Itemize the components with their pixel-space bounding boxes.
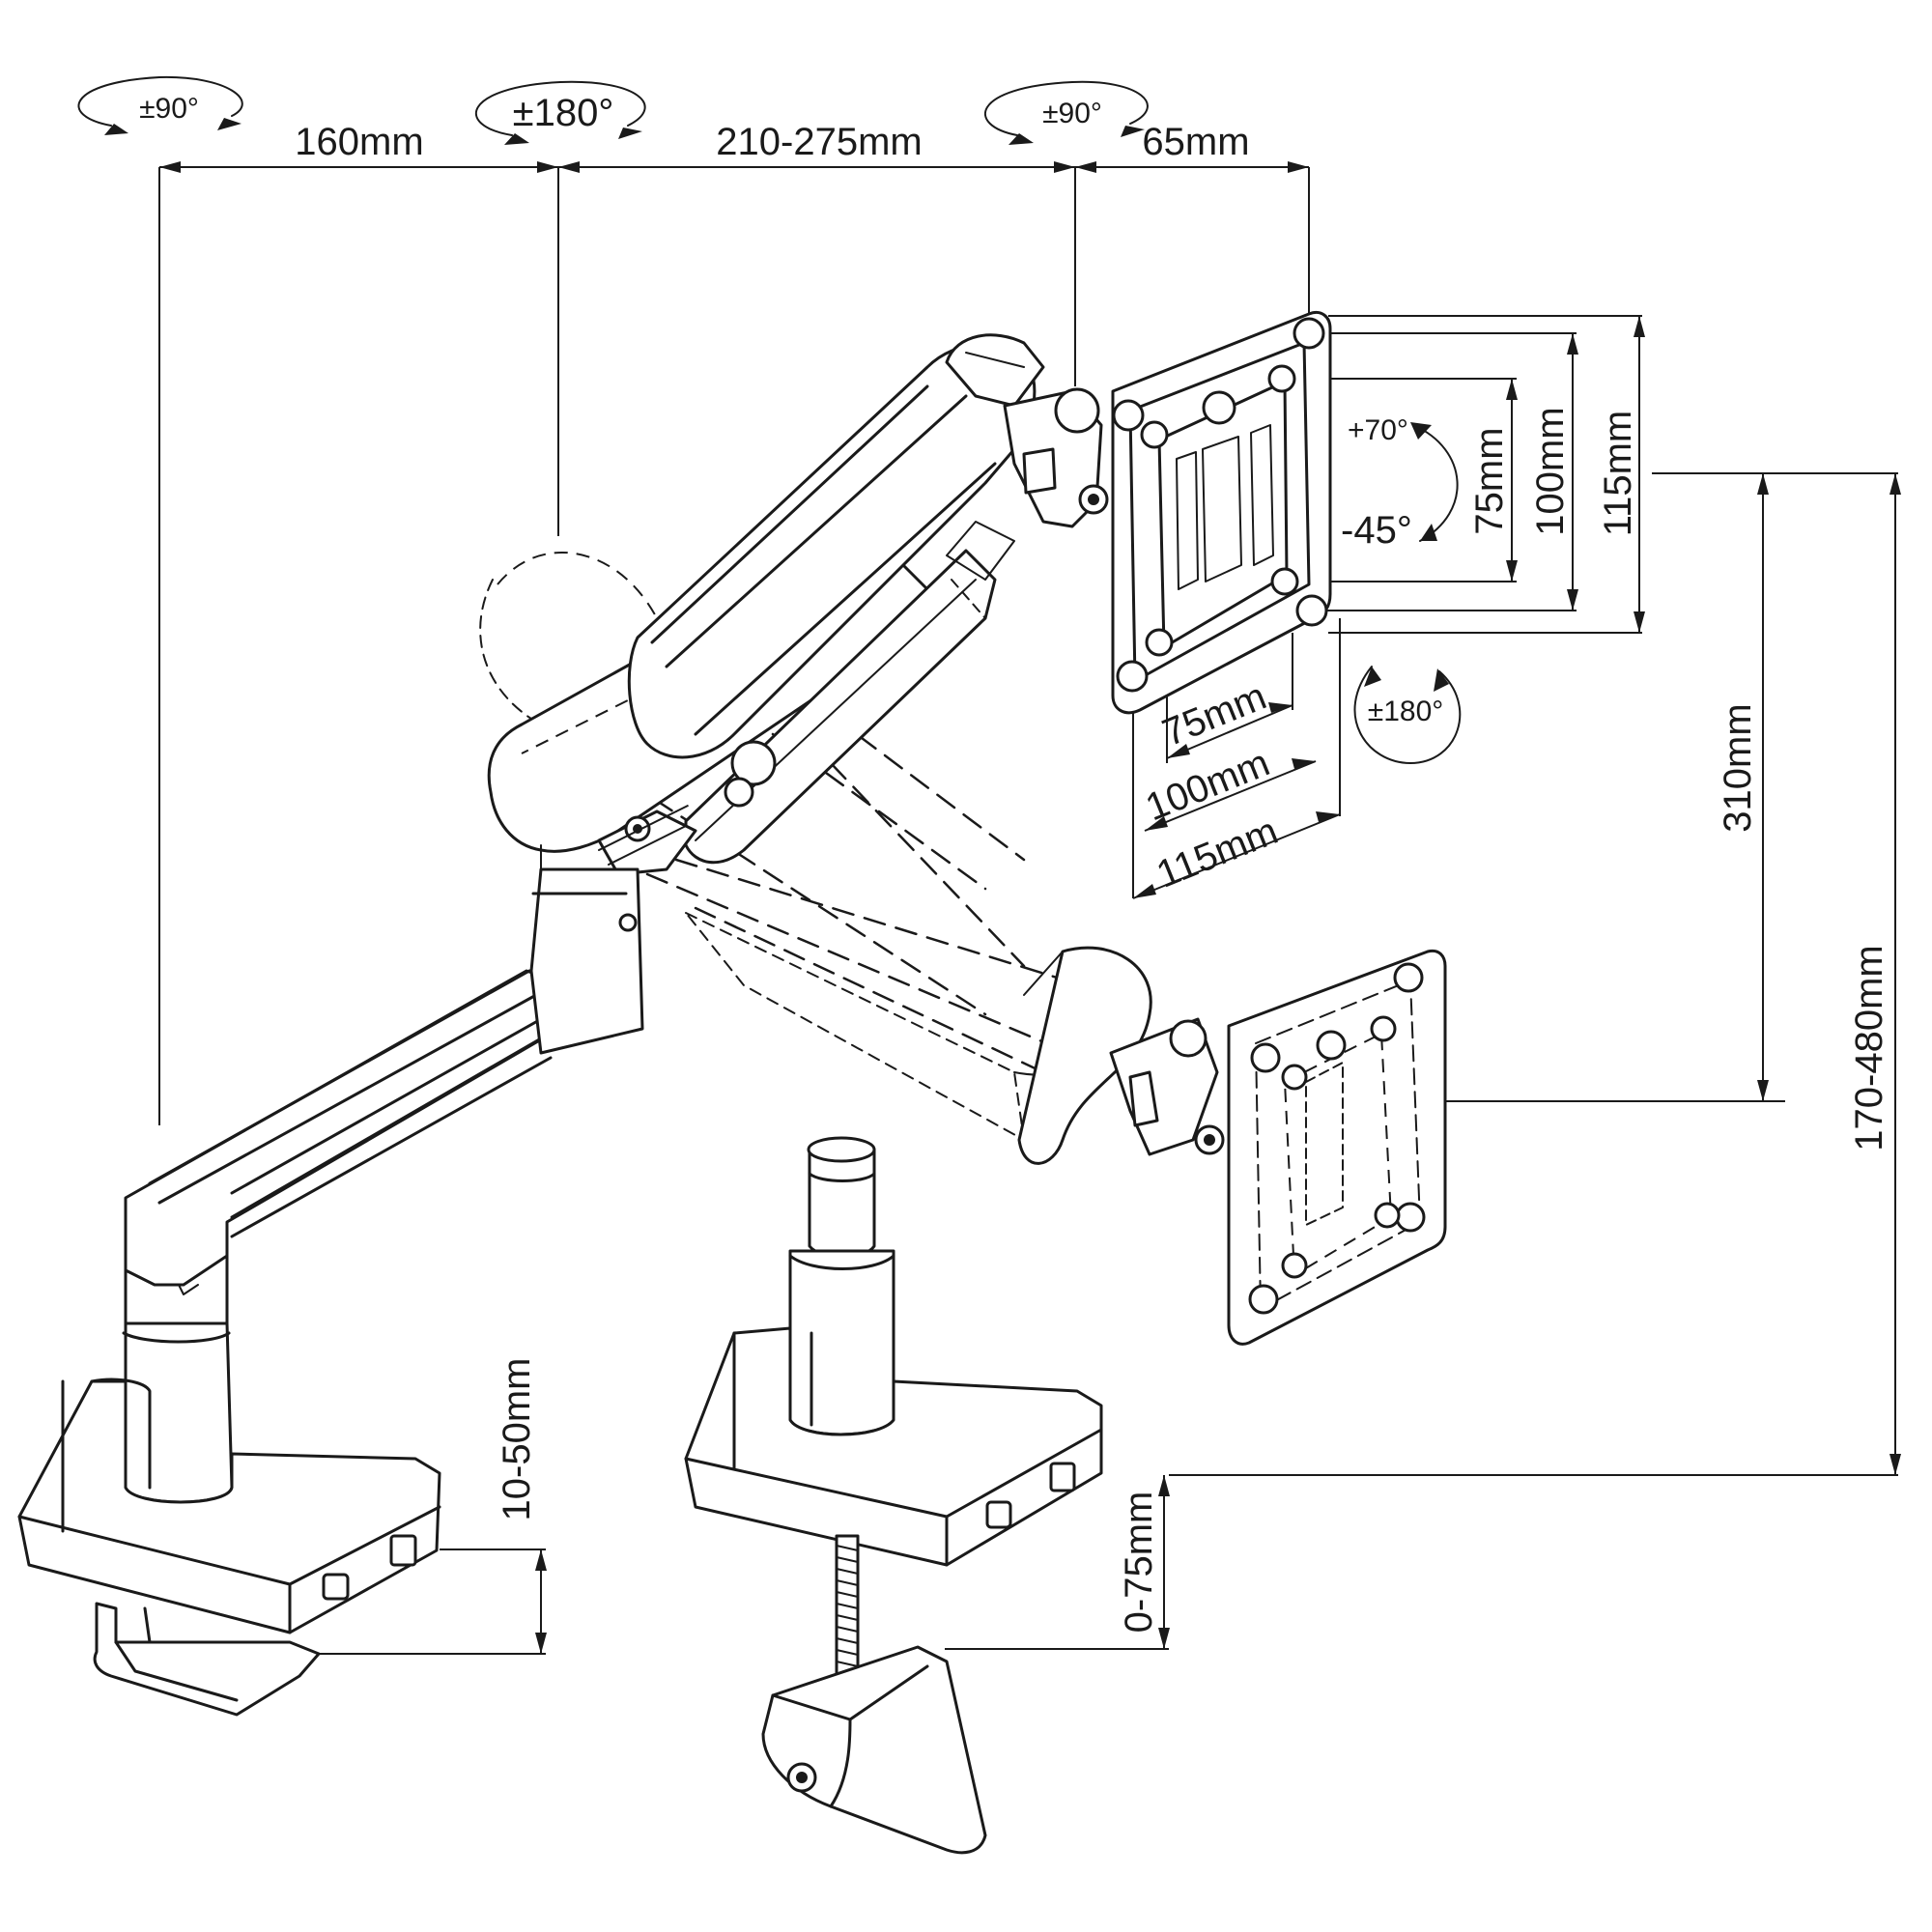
tilt-up-label: +70° bbox=[1348, 414, 1408, 446]
vesa-plate-raised bbox=[1111, 311, 1332, 715]
desk-clamp-edge-label: 10-50mm bbox=[496, 1358, 538, 1521]
tilt-down-label: -45° bbox=[1341, 509, 1412, 552]
desk-clamp-grommet-label: 0-75mm bbox=[1118, 1492, 1160, 1634]
height-adjust-label: 310mm bbox=[1717, 703, 1759, 832]
vesa-vertical-75-label: 75mm bbox=[1468, 427, 1511, 534]
lower-arm-length-label: 160mm bbox=[295, 121, 423, 163]
screen-rotation-label: ±180° bbox=[1368, 696, 1444, 727]
vesa-vertical-100-label: 100mm bbox=[1529, 407, 1572, 535]
base-rotation-label: ±90° bbox=[139, 93, 199, 125]
head-length-label: 65mm bbox=[1142, 121, 1249, 163]
upper-arm bbox=[479, 333, 1109, 876]
arm-lowered-position bbox=[597, 655, 1447, 1346]
text-labels: ±90° ±180° ±90° 160mm 210-275mm 65mm +70… bbox=[139, 92, 1890, 1633]
height-total-label: 170-480mm bbox=[1848, 945, 1890, 1151]
upper-arm-length-label: 210-275mm bbox=[716, 121, 922, 163]
rotation-symbols bbox=[77, 75, 1462, 764]
head-rotation-label: ±90° bbox=[1042, 98, 1102, 129]
left-mount bbox=[17, 844, 644, 1717]
vesa-vertical-115-label: 115mm bbox=[1597, 411, 1639, 536]
grommet-mount bbox=[684, 1136, 1103, 1855]
dimension-lines bbox=[158, 161, 1901, 1655]
elbow-rotation-label: ±180° bbox=[513, 92, 614, 134]
